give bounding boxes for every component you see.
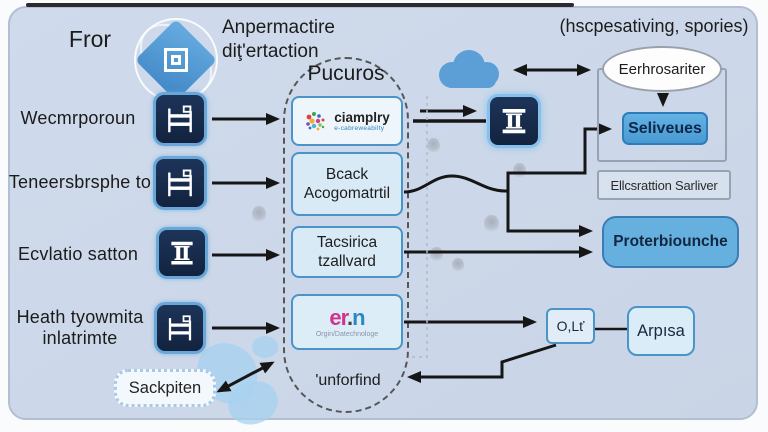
- smudge-mark: [252, 206, 266, 224]
- row-tile-3: [156, 227, 208, 279]
- container-label: Ellcsrattion Sarliver: [610, 177, 718, 193]
- smudge-mark: [484, 215, 499, 234]
- row-tile-1: [153, 92, 207, 146]
- brand-subtext: e-cabreweabilty: [334, 125, 385, 132]
- ellipse-label: Eerhrosariter: [618, 60, 706, 78]
- pillar-icon: [167, 238, 197, 268]
- side-node-label: Arpısa: [637, 321, 685, 340]
- process-box-2: Bcack Acogomatrtil: [291, 152, 403, 216]
- small-node: O,Lť: [546, 308, 595, 344]
- brand-dots-icon: [304, 110, 330, 132]
- page-title: Anpermactire diţ'ertaction: [222, 16, 392, 64]
- title-line-2: diţ'ertaction: [222, 41, 319, 62]
- process-box-3-line2: tzallvard: [318, 253, 376, 270]
- row-label-4-line2: inlatrimte: [42, 328, 118, 348]
- shelf-icon: [164, 103, 196, 135]
- brand-name: ciamplry: [334, 110, 390, 125]
- cloud-icon: [428, 46, 512, 96]
- shelf-icon: [164, 167, 196, 199]
- side-node: Arpısa: [627, 306, 695, 356]
- row-label-4-line1: Heath tyowmita: [16, 307, 144, 327]
- title-line-1: Anpermactire: [222, 17, 335, 38]
- process-box-brand-1: ciamplry e-cabreweabilty: [291, 96, 403, 146]
- backup-cloud-bubble: Sackpiten: [114, 369, 216, 407]
- brand-part-pink: er: [329, 304, 348, 330]
- top-edge-line: [26, 3, 574, 7]
- process-box-3: Tacsirica tzallvard: [291, 226, 403, 278]
- splotch-shape: [252, 336, 278, 358]
- result-node-label: Proterbiounche: [613, 233, 728, 250]
- shelf-icon: [165, 313, 195, 343]
- pillar-icon: [498, 105, 530, 137]
- ellipse-node: Eerhrosariter: [602, 46, 722, 92]
- process-box-2-line1: Bcack: [325, 166, 369, 183]
- smudge-mark: [452, 258, 464, 273]
- diamond-center-square: [164, 48, 188, 72]
- small-node-label: O,Lť: [556, 318, 585, 334]
- header-right-note: (hscpesativing, spories): [559, 16, 749, 36]
- process-box-brand-4: er.n Orgin/Datechnologe: [291, 294, 403, 350]
- container-label-box: Ellcsrattion Sarliver: [597, 170, 731, 200]
- process-group-outline: [283, 57, 409, 413]
- row-tile-2: [153, 156, 207, 210]
- middle-pillar-tile: [487, 94, 541, 148]
- header-left-label: Fror: [68, 26, 112, 52]
- backup-cloud-label: Sackpiten: [128, 378, 202, 397]
- process-box-3-line1: Tacsirica: [316, 234, 378, 251]
- selected-node-label: Seliveues: [628, 119, 702, 137]
- process-group-footer: 'unforfind: [315, 372, 381, 389]
- smudge-mark: [427, 138, 440, 155]
- process-box-2-line2: Acogomatrtil: [303, 185, 391, 202]
- result-node: Proterbiounche: [602, 216, 739, 268]
- process-group-title: Pucuros: [307, 62, 385, 85]
- brand-part-dot: .: [347, 304, 353, 330]
- diamond-inner-square: [171, 55, 181, 65]
- row-tile-4: [154, 302, 206, 354]
- row-label-3: Ecvlatio satton: [17, 244, 139, 264]
- row-label-4: Heath tyowmita inlatrimte: [12, 307, 148, 349]
- brand-logo-text: er.n: [329, 304, 365, 330]
- selected-node: Seliveues: [622, 112, 708, 145]
- row-label-2: Teneersbrsphe to: [8, 172, 152, 192]
- row-label-1: Wecmrporoun: [20, 108, 136, 128]
- brand-part-blue: n: [352, 304, 365, 330]
- brand-subtext: Orgin/Datechnologe: [315, 330, 379, 338]
